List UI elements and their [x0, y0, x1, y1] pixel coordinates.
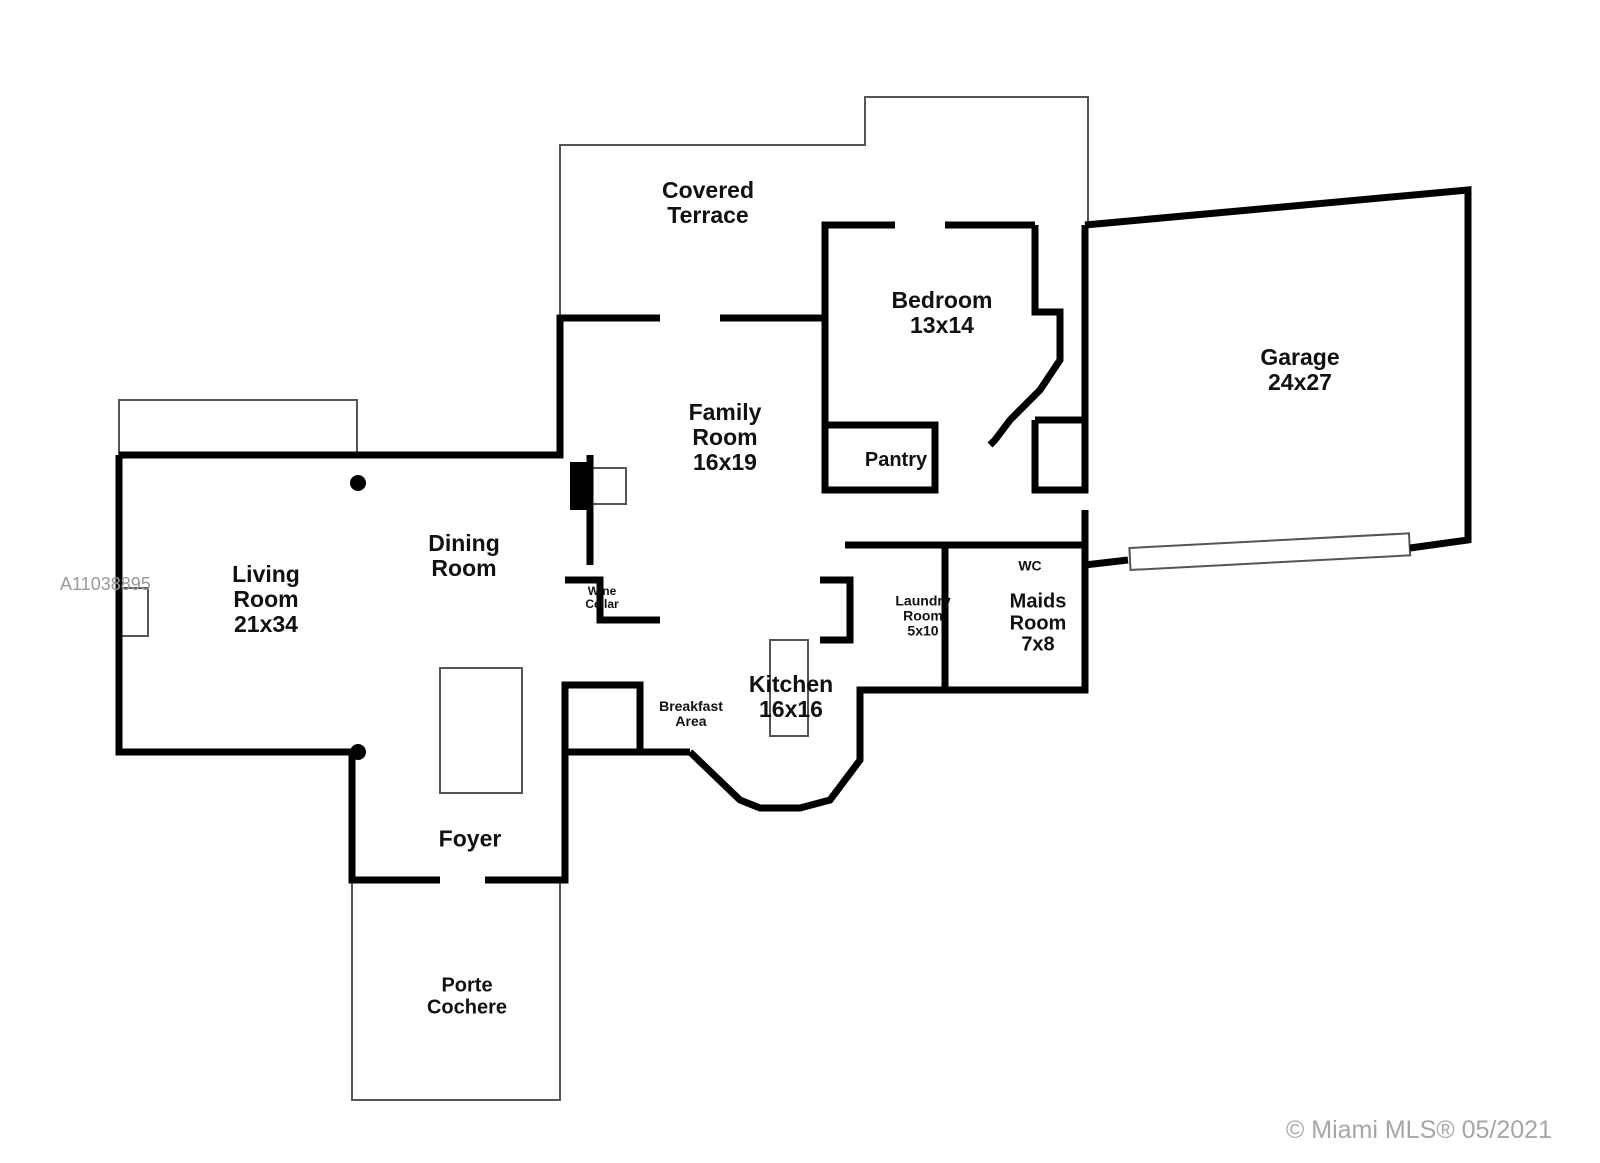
room-garage: Garage 24x27 — [1260, 344, 1340, 395]
kitchen-island — [769, 639, 809, 737]
room-wine-cellar: Wine Cellar — [585, 584, 619, 611]
porte-cochere-outline — [351, 880, 561, 1101]
outdoor-outlines — [117, 96, 1412, 1101]
room-family-room: Family Room 16x19 — [688, 398, 762, 475]
living-patio-outline — [118, 399, 358, 455]
column — [350, 475, 366, 491]
room-dining-room: Dining Room — [428, 530, 500, 581]
fireplace — [570, 462, 588, 510]
room-breakfast-area: Breakfast Area — [659, 697, 723, 729]
garage-door — [1128, 532, 1412, 572]
staircase — [439, 667, 523, 794]
walls — [115, 186, 1472, 884]
room-foyer: Foyer — [438, 825, 502, 852]
listing-id-watermark: A11038895 — [60, 574, 151, 594]
room-laundry-room: Laundry Room 5x10 — [895, 592, 951, 639]
room-maids-room: Maids Room 7x8 — [1009, 590, 1067, 656]
covered-terrace-outline — [559, 96, 1089, 318]
room-pantry: Pantry — [864, 449, 928, 472]
room-kitchen: Kitchen 16x16 — [748, 671, 834, 722]
column — [350, 744, 366, 760]
room-covered-terrace: Covered Terrace — [661, 177, 755, 228]
room-living-room: Living Room 21x34 — [232, 560, 300, 637]
room-wc: WC — [1018, 557, 1042, 574]
copyright-watermark: © Miami MLS® 05/2021 — [1285, 1116, 1552, 1144]
room-porte-cochere: Porte Cochere — [426, 974, 508, 1018]
room-bedroom: Bedroom 13x14 — [891, 287, 993, 338]
